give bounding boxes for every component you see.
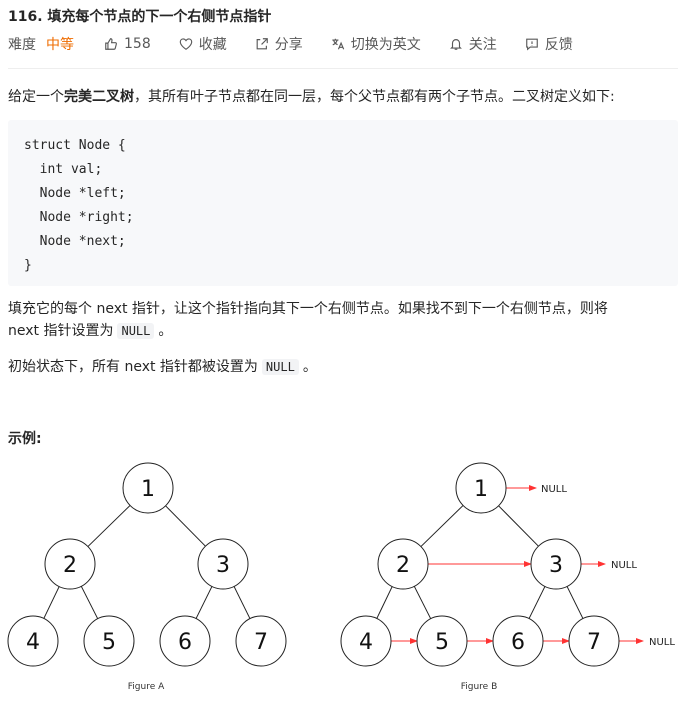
tree-node-value: 4 <box>26 630 40 655</box>
collect-button[interactable]: 收藏 <box>179 34 227 54</box>
tree-node-value: 1 <box>474 477 488 502</box>
tree-edge <box>376 586 393 619</box>
like-button[interactable]: 158 <box>104 36 151 52</box>
feedback-icon <box>525 37 539 51</box>
figure-b-caption: Figure B <box>461 682 498 692</box>
perfect-binary-tree-term: 完美二叉树 <box>64 89 134 105</box>
example-title: 示例: <box>8 431 42 447</box>
tree-node-value: 5 <box>435 630 449 655</box>
feedback-button[interactable]: 反馈 <box>525 34 573 54</box>
period: 。 <box>158 323 173 339</box>
figure-a-caption: Figure A <box>128 682 165 692</box>
tree-node <box>455 462 507 514</box>
tree-node-value: 5 <box>102 630 116 655</box>
tree-edge <box>43 586 60 619</box>
fill-instruction-paragraph: 填充它的每个 next 指针，让这个指针指向其下一个右侧节点。如果找不到下一个右… <box>8 298 678 342</box>
feedback-label: 反馈 <box>544 37 573 53</box>
tree-node <box>83 615 135 667</box>
tree-node <box>7 615 59 667</box>
heart-icon <box>179 37 193 51</box>
tree-node <box>492 615 544 667</box>
follow-label: 关注 <box>468 37 497 53</box>
tree-node <box>197 538 249 590</box>
tree-node-value: 2 <box>396 553 410 578</box>
null-label: NULL <box>541 484 567 495</box>
null-label: NULL <box>649 637 675 648</box>
tree-node-value: 3 <box>549 553 563 578</box>
tree-node <box>159 615 211 667</box>
tree-node-value: 1 <box>141 477 155 502</box>
tree-edge <box>80 586 99 619</box>
tree-node <box>235 615 287 667</box>
tree-node-value: 7 <box>587 630 601 655</box>
follow-button[interactable]: 关注 <box>449 34 497 54</box>
code-line: struct Node { <box>24 138 126 153</box>
tree-node <box>377 538 429 590</box>
tree-node-value: 2 <box>63 553 77 578</box>
tree-node-value: 6 <box>511 630 525 655</box>
tree-edge <box>165 505 206 547</box>
code-line: Node *left; <box>24 186 126 201</box>
like-count: 158 <box>124 36 151 52</box>
tree-node <box>44 538 96 590</box>
tree-node <box>122 462 174 514</box>
tree-node-value: 4 <box>359 630 373 655</box>
tree-edge <box>498 505 539 547</box>
tree-node <box>416 615 468 667</box>
init-text: 初始状态下，所有 next 指针都被设置为 <box>8 359 258 375</box>
tree-edge <box>195 586 213 619</box>
period: 。 <box>302 359 317 375</box>
share-label: 分享 <box>274 37 303 53</box>
collect-label: 收藏 <box>198 37 227 53</box>
tree-node <box>340 615 392 667</box>
tree-edge <box>233 586 251 619</box>
share-icon <box>255 37 269 51</box>
fill-text-line-2: next 指针设置为 <box>8 323 114 339</box>
tree-node <box>568 615 620 667</box>
code-line: Node *next; <box>24 234 126 249</box>
switch-language-button[interactable]: 切换为英文 <box>331 34 421 54</box>
fill-text-line-1: 填充它的每个 next 指针，让这个指针指向其下一个右侧节点。如果找不到下一个右… <box>8 301 608 317</box>
difficulty-value: 中等 <box>46 37 74 53</box>
tree-node <box>530 538 582 590</box>
bell-icon <box>449 37 463 51</box>
null-inline-code: NULL <box>117 323 155 339</box>
problem-title: 116. 填充每个节点的下一个右侧节点指针 <box>8 9 272 25</box>
tree-edge <box>528 586 546 619</box>
thumbs-up-icon <box>104 37 118 51</box>
tree-edge <box>566 586 584 619</box>
code-line: } <box>24 258 32 273</box>
tree-node-value: 3 <box>216 553 230 578</box>
intro-suffix: ，其所有叶子节点都在同一层，每个父节点都有两个子节点。二叉树定义如下: <box>134 89 615 105</box>
intro-paragraph: 给定一个完美二叉树，其所有叶子节点都在同一层，每个父节点都有两个子节点。二叉树定… <box>8 86 678 108</box>
difficulty-label: 难度 <box>8 37 36 53</box>
node-struct-code: struct Node { int val; Node *left; Node … <box>8 120 678 286</box>
share-button[interactable]: 分享 <box>255 34 303 54</box>
code-line: int val; <box>24 162 103 177</box>
problem-meta-bar: 难度 中等 158 收藏 分享 切换为英文 关注 反馈 <box>8 34 601 54</box>
header-divider <box>8 68 678 69</box>
tree-edge <box>87 505 131 547</box>
tree-node-value: 6 <box>178 630 192 655</box>
tree-edge <box>420 505 464 547</box>
null-inline-code: NULL <box>261 359 299 375</box>
tree-node-value: 7 <box>254 630 268 655</box>
intro-prefix: 给定一个 <box>8 89 64 105</box>
translate-icon <box>331 37 345 51</box>
code-line: Node *right; <box>24 210 134 225</box>
tree-edge <box>413 586 432 619</box>
switch-language-label: 切换为英文 <box>350 37 421 53</box>
null-label: NULL <box>611 560 637 571</box>
